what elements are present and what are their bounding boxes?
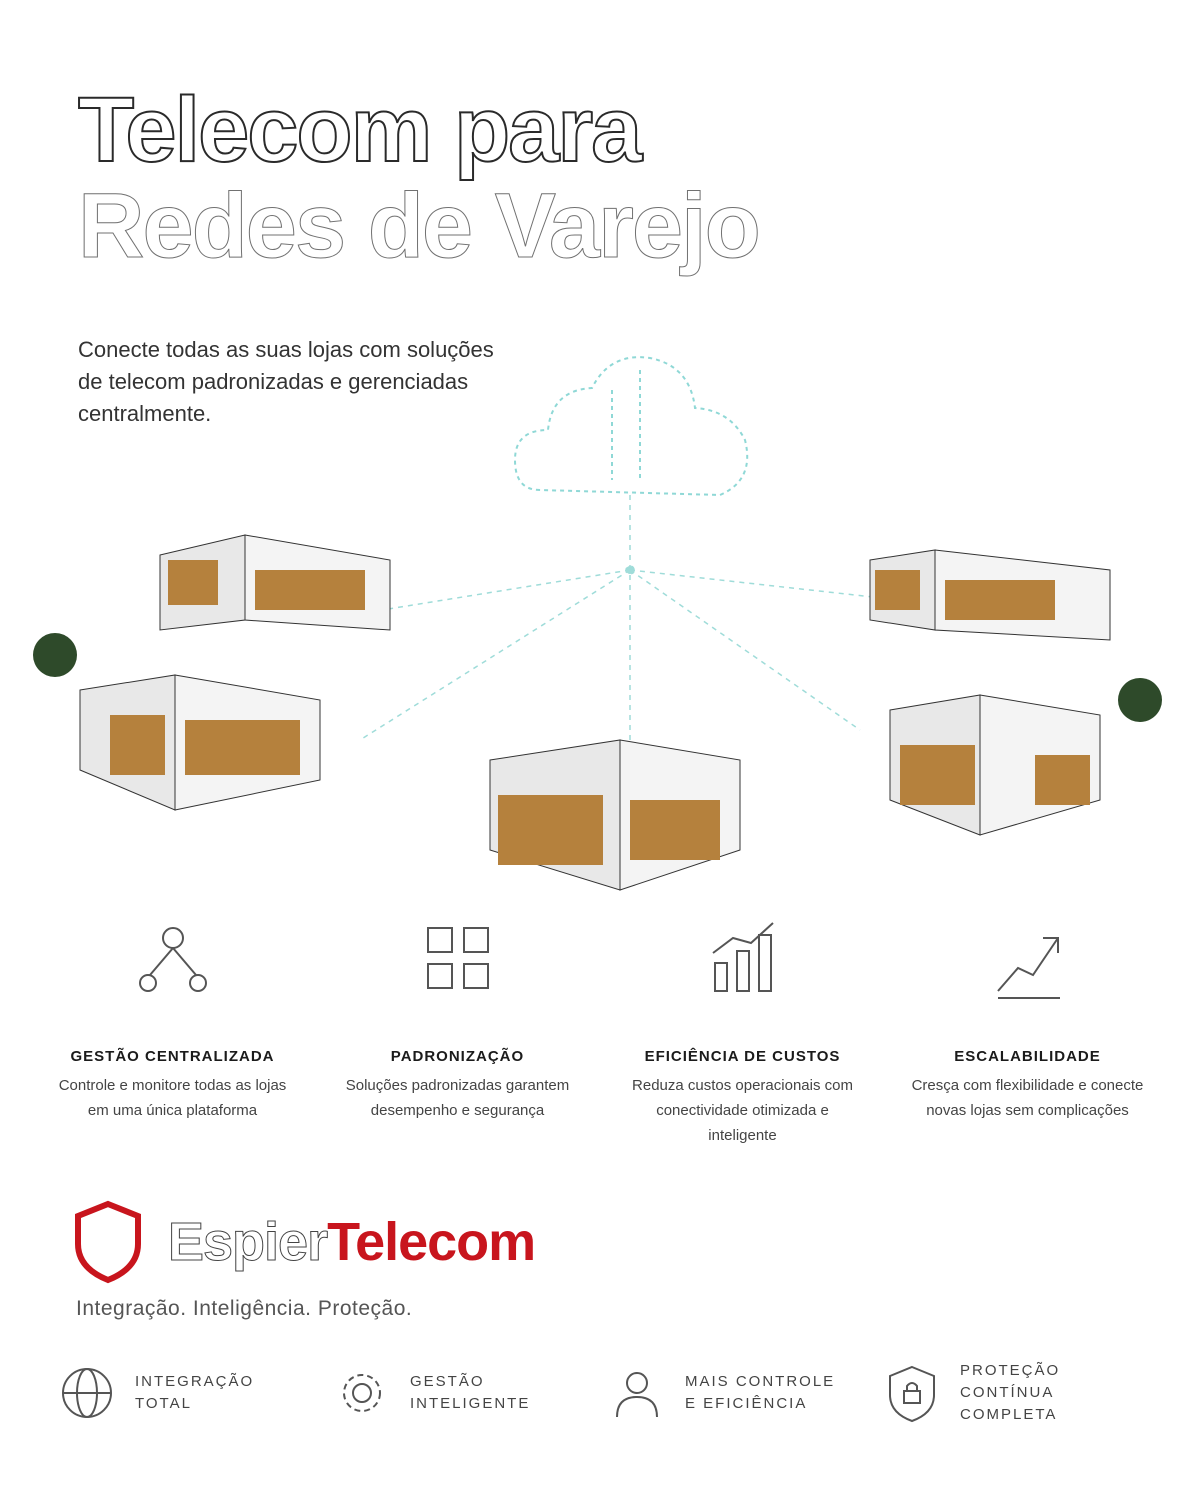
store-building bbox=[489, 739, 741, 891]
store-building bbox=[889, 678, 1162, 836]
badge-line2: COMPLETA bbox=[960, 1406, 1058, 1423]
feature-title: GESTÃO CENTRALIZADA bbox=[70, 1048, 275, 1065]
feature-title: ESCALABILIDADE bbox=[954, 1048, 1101, 1065]
feature-title: EFICIÊNCIA DE CUSTOS bbox=[644, 1048, 841, 1065]
badges-row: INTEGRAÇÃO TOTAL GESTÃO INTELIGENTE MAIS… bbox=[55, 1360, 1155, 1426]
badge-smart-management: GESTÃO INTELIGENTE bbox=[330, 1360, 605, 1426]
hero-title: Telecom para Redes de Varejo bbox=[77, 79, 762, 277]
features-row: GESTÃO CENTRALIZADA Controle e monitore … bbox=[30, 905, 1170, 1148]
badge-text: PROTEÇÃO CONTÍNUA COMPLETA bbox=[960, 1360, 1155, 1426]
user-control-icon bbox=[616, 1372, 658, 1418]
globe-icon bbox=[62, 1368, 112, 1418]
shield-icon bbox=[75, 1200, 141, 1284]
badge-line1: MAIS CONTROLE bbox=[685, 1373, 836, 1390]
badge-line1: GESTÃO bbox=[410, 1373, 485, 1390]
badge-line1: PROTEÇÃO CONTÍNUA bbox=[960, 1362, 1061, 1401]
badge-text: INTEGRAÇÃO TOTAL bbox=[135, 1371, 254, 1415]
feature-description: Cresça com flexibilidade e conecte novas… bbox=[911, 1077, 1144, 1119]
badge-line2: TOTAL bbox=[135, 1395, 192, 1412]
badge-control-efficiency: MAIS CONTROLE E EFICIÊNCIA bbox=[605, 1360, 880, 1426]
hero-title-line1: Telecom para bbox=[77, 79, 643, 181]
badge-line2: INTELIGENTE bbox=[410, 1395, 531, 1412]
hero-title-line2: Redes de Varejo bbox=[78, 175, 762, 277]
network-lines bbox=[319, 495, 901, 750]
store-building bbox=[159, 534, 391, 631]
badge-continuous-protection: PROTEÇÃO CONTÍNUA COMPLETA bbox=[880, 1360, 1155, 1426]
shield-lock-icon bbox=[889, 1365, 935, 1423]
feature-standardization: PADRONIZAÇÃO Soluções padronizadas garan… bbox=[315, 905, 600, 1148]
brand-logo: EspierTelecom bbox=[72, 1200, 536, 1284]
brand-name-part1: Espier bbox=[167, 1212, 328, 1273]
feature-title: PADRONIZAÇÃO bbox=[390, 1048, 525, 1065]
standardization-icon bbox=[426, 927, 489, 989]
gear-icon bbox=[343, 1374, 381, 1412]
hero-subtitle: Conecte todas as suas lojas com soluções… bbox=[78, 337, 494, 426]
badge-text: GESTÃO INTELIGENTE bbox=[410, 1371, 530, 1415]
feature-scalability: ESCALABILIDADE Cresça com flexibilidade … bbox=[885, 905, 1170, 1148]
brand-name: EspierTelecom bbox=[167, 1211, 536, 1273]
badge-total-integration: INTEGRAÇÃO TOTAL bbox=[55, 1360, 330, 1426]
brand-name-part2: Telecom bbox=[327, 1212, 536, 1272]
badge-text: MAIS CONTROLE E EFICIÊNCIA bbox=[685, 1371, 835, 1415]
badge-line2: E EFICIÊNCIA bbox=[685, 1395, 808, 1412]
cloud-icon bbox=[513, 356, 749, 497]
scalability-icon bbox=[996, 937, 1060, 999]
feature-description: Reduza custos operacionais com conectivi… bbox=[632, 1077, 853, 1144]
feature-description: Controle e monitore todas as lojas em um… bbox=[58, 1077, 287, 1119]
store-building bbox=[869, 549, 1111, 641]
store-network-illustration bbox=[33, 356, 1162, 891]
feature-centralized-management: GESTÃO CENTRALIZADA Controle e monitore … bbox=[30, 905, 315, 1148]
feature-cost-efficiency: EFICIÊNCIA DE CUSTOS Reduza custos opera… bbox=[600, 905, 885, 1148]
feature-description: Soluções padronizadas garantem desempenh… bbox=[345, 1077, 570, 1119]
store-building bbox=[33, 633, 321, 811]
badge-line1: INTEGRAÇÃO bbox=[135, 1373, 255, 1390]
network-icon bbox=[138, 927, 207, 992]
cost-efficiency-icon bbox=[711, 922, 774, 992]
brand-tagline: Integração. Inteligência. Proteção. bbox=[76, 1297, 413, 1320]
